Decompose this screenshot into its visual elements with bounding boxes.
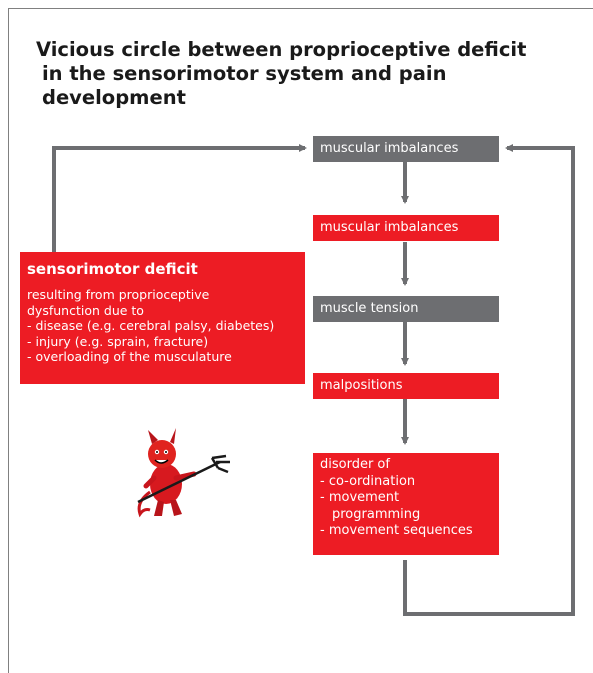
- disorder-line-3: - movement: [320, 490, 400, 505]
- step-muscle-tension: muscle tension: [313, 296, 499, 322]
- deficit-line-5: - overloading of the musculature: [27, 349, 232, 364]
- deficit-line-3: - disease (e.g. cerebral palsy, diabetes…: [27, 318, 275, 333]
- frame-left-border: [8, 8, 9, 673]
- disorder-line-2: - co-ordination: [320, 473, 416, 489]
- step-disorder: disorder of - co-ordination - movement p…: [313, 453, 499, 555]
- diagram-title: Vicious circle between proprioceptive de…: [36, 38, 591, 110]
- title-line-2: in the sensorimotor system and pain deve…: [42, 62, 447, 109]
- step-malpositions: malpositions: [313, 373, 499, 399]
- devil-with-trident-icon: [137, 428, 230, 518]
- title-line-1: Vicious circle between proprioceptive de…: [36, 38, 527, 61]
- step-muscular-imbalances-2: muscular imbalances: [313, 215, 499, 241]
- disorder-line-4: programming: [332, 506, 421, 522]
- frame-top-border: [8, 8, 593, 9]
- deficit-line-1: resulting from proprioceptive: [27, 287, 210, 302]
- deficit-heading: sensorimotor deficit: [27, 260, 198, 278]
- deficit-line-2: dysfunction due to: [27, 302, 144, 318]
- left-loop-arrow: [52, 144, 307, 252]
- deficit-line-4: - injury (e.g. sprain, fracture): [27, 333, 209, 349]
- sensorimotor-deficit-box: sensorimotor deficit resulting from prop…: [20, 252, 305, 384]
- disorder-line-1: disorder of: [320, 457, 390, 472]
- right-loop-arrow: [403, 144, 575, 616]
- step-muscular-imbalances-1: muscular imbalances: [313, 136, 499, 162]
- disorder-line-5: - movement sequences: [320, 523, 473, 538]
